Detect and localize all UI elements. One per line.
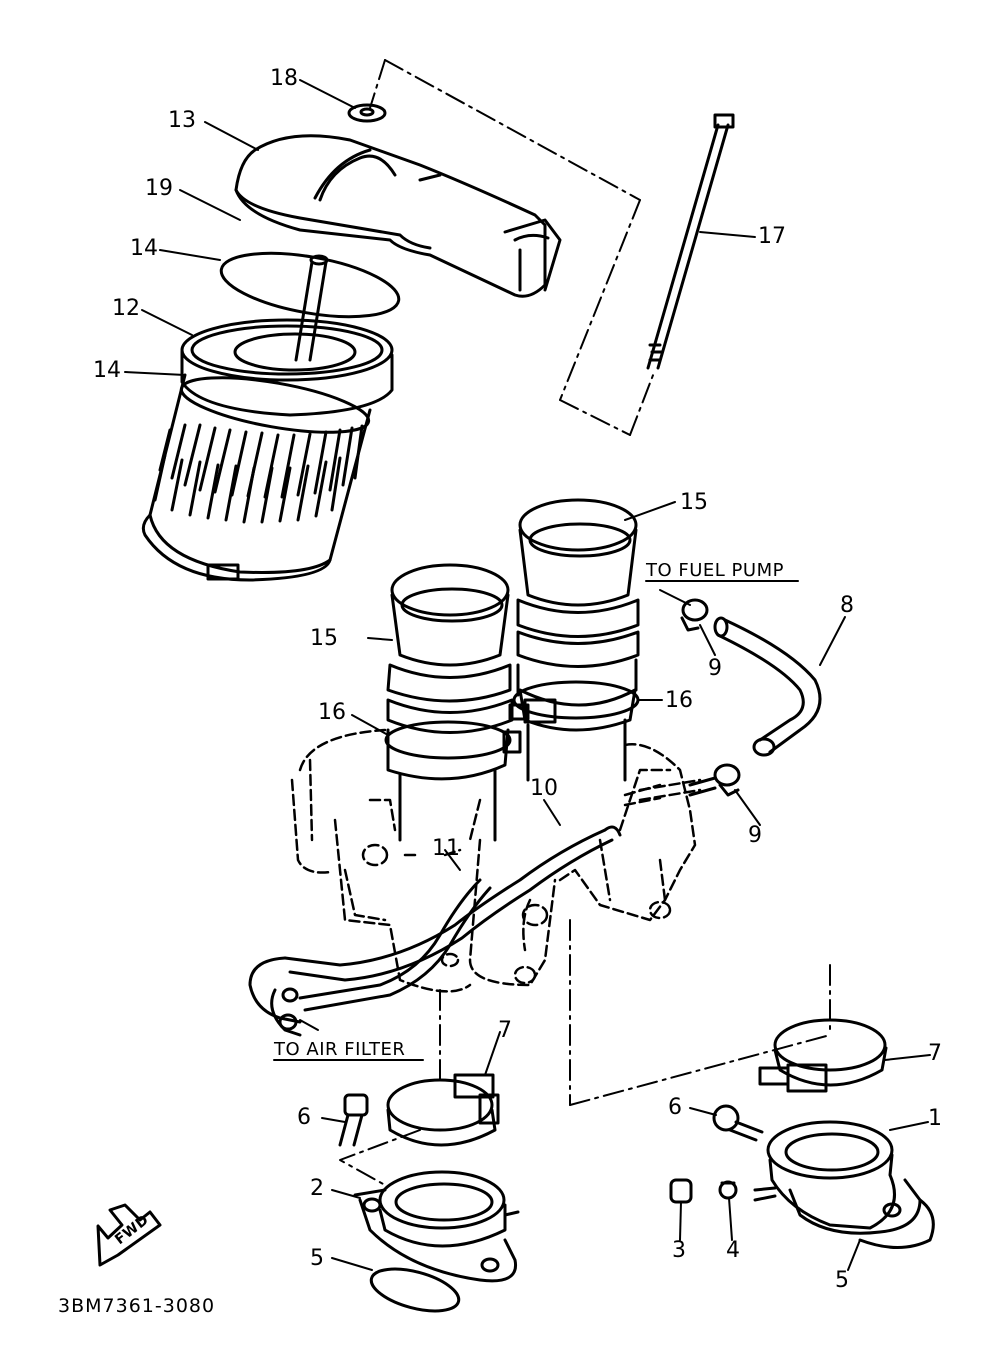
callout-9-lower: 9	[748, 823, 762, 848]
small-clip	[718, 1180, 738, 1200]
note-to-air-filter: TO AIR FILTER	[274, 1039, 406, 1060]
callout-15-right: 15	[680, 490, 708, 515]
alignment-lines-upper	[369, 59, 656, 436]
funnel-clamp-left	[384, 720, 522, 760]
o-ring-upper	[219, 251, 401, 319]
alignment-lines-lower	[339, 919, 831, 1186]
wing-nut	[347, 103, 387, 123]
callout-2: 2	[310, 1176, 324, 1201]
hose-clip-upper	[680, 598, 709, 632]
leader-lines	[124, 79, 931, 1271]
callout-1: 1	[928, 1106, 942, 1131]
carburetor-joint-left	[353, 1170, 520, 1283]
diagram-code: 3BM7361-3080	[58, 1295, 216, 1317]
screw-right	[712, 1104, 764, 1142]
callout-5-left: 5	[310, 1246, 324, 1271]
gasket-right	[858, 1198, 935, 1249]
forward-arrow	[96, 1203, 162, 1267]
hose-clip-lower	[713, 763, 741, 797]
funnel-clamp-right	[508, 680, 640, 724]
callout-6-right: 6	[668, 1095, 682, 1120]
callout-14-upper: 14	[130, 236, 158, 261]
callout-13: 13	[168, 108, 196, 133]
carburetor-joint-right	[753, 1120, 922, 1235]
callout-16-right: 16	[665, 688, 693, 713]
joint-clamp-left	[386, 1073, 500, 1147]
intake-funnel-left	[386, 563, 514, 842]
callout-18: 18	[270, 66, 298, 91]
screw-left	[338, 1093, 369, 1147]
callout-10: 10	[530, 776, 558, 801]
o-ring-lower	[179, 376, 371, 434]
fuel-fitting	[688, 776, 717, 797]
callout-11: 11	[432, 836, 460, 861]
air-filter-element	[141, 318, 394, 582]
callout-5-right: 5	[835, 1268, 849, 1293]
callout-19: 19	[145, 176, 173, 201]
vent-cap	[669, 1178, 693, 1204]
filter-center-shaft	[294, 254, 329, 362]
long-bolt	[646, 113, 735, 370]
callout-4: 4	[726, 1238, 740, 1263]
air-filter-case-cover	[234, 134, 562, 298]
callout-7-right: 7	[928, 1041, 942, 1066]
callout-9-upper: 9	[708, 656, 722, 681]
callout-16-left: 16	[318, 700, 346, 725]
intake-funnel-right	[516, 498, 640, 782]
callout-15-left: 15	[310, 626, 338, 651]
fuel-hose	[713, 616, 822, 757]
callout-7-left: 7	[498, 1018, 512, 1043]
callout-17: 17	[758, 224, 786, 249]
gasket-left	[369, 1267, 461, 1313]
vent-hoses	[248, 825, 622, 1037]
callout-3: 3	[672, 1238, 686, 1263]
note-to-fuel-pump: TO FUEL PUMP	[646, 560, 784, 581]
carburetor-assembly	[290, 728, 702, 993]
callout-8: 8	[840, 593, 854, 618]
callout-14-lower: 14	[93, 358, 121, 383]
callout-12: 12	[112, 296, 140, 321]
joint-clamp-right	[758, 1018, 888, 1093]
callout-6-left: 6	[297, 1105, 311, 1130]
